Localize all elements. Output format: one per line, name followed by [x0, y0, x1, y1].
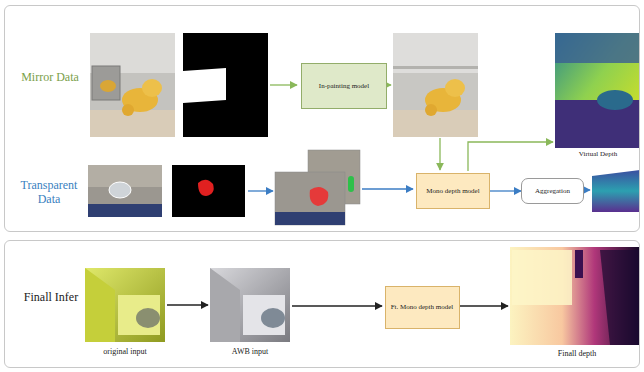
- panel-heading: Finall Infer: [13, 290, 89, 304]
- image-caption: original input: [103, 347, 146, 356]
- illustration-ellipse: [445, 79, 465, 97]
- illustration-rect: [555, 33, 640, 63]
- aggregation-box: Aggregation: [521, 178, 584, 204]
- illustration-ellipse: [142, 79, 162, 97]
- illustration-polygon: [85, 268, 115, 342]
- illustration-rect: [210, 268, 290, 342]
- illustration-circle: [425, 104, 437, 116]
- box-label: Aggregation: [535, 187, 570, 195]
- illustration-rect: [275, 212, 345, 225]
- illustration-path: [198, 180, 214, 196]
- illustration-line: [292, 305, 382, 306]
- mirror-photo: [90, 33, 175, 137]
- illustration-rect: [393, 66, 478, 69]
- panel-heading: Transparent Data: [9, 178, 89, 207]
- final-depth-map: [510, 247, 640, 345]
- illustration-path: [468, 142, 553, 171]
- illustration-ellipse: [109, 182, 131, 198]
- training-panel: Mirror DataTransparent Data In-painting m…: [4, 5, 640, 232]
- inpainting-model-box: In-painting model: [301, 63, 387, 109]
- mirror-mask: [183, 33, 268, 137]
- illustration-rect: [183, 33, 268, 137]
- illustration-line: [270, 84, 297, 85]
- inference-panel: Finall InferFt. Mono depth model: [4, 240, 640, 368]
- illustration-ellipse: [261, 308, 285, 328]
- illustration-rect: [243, 295, 285, 335]
- original-photo: [85, 268, 165, 342]
- inpainted-photo: [393, 33, 478, 137]
- illustration-polygon: [210, 268, 240, 342]
- illustration-rect: [88, 204, 162, 217]
- illustration-rect: [393, 110, 478, 137]
- transparent-photo: [88, 165, 162, 217]
- illustration-rect: [348, 176, 354, 192]
- illustration-rect: [172, 165, 245, 217]
- illustration-rect: [393, 33, 478, 137]
- illustration-rect: [575, 250, 583, 278]
- illustration-rect: [510, 247, 640, 345]
- illustration-path: [310, 187, 329, 206]
- illustration-rect: [393, 33, 478, 73]
- illustration-rect: [92, 66, 120, 100]
- illustration-rect: [512, 250, 572, 305]
- illustration-ellipse: [136, 308, 160, 328]
- box-label: Ft. Mono depth model: [391, 303, 454, 311]
- panel-heading: Mirror Data: [17, 70, 83, 84]
- transparent-mask: [172, 165, 245, 217]
- finetuned-depth-model-box: Ft. Mono depth model: [385, 286, 460, 329]
- awb-photo: [210, 268, 290, 342]
- illustration-line: [458, 305, 508, 306]
- illustration-rect: [90, 110, 175, 137]
- image-caption: Finall depth: [558, 349, 596, 358]
- illustration-line: [248, 190, 273, 191]
- box-label: In-painting model: [319, 82, 369, 90]
- image-caption: AWB input: [232, 347, 268, 356]
- illustration-line: [362, 188, 413, 189]
- illustration-rect: [88, 165, 162, 217]
- mono-depth-model-box: Mono depth model: [416, 173, 490, 209]
- illustration-circle: [122, 104, 134, 116]
- box-label: Mono depth model: [426, 187, 479, 195]
- aggregated-depth: [592, 170, 640, 212]
- virtual-depth-map: [555, 33, 640, 148]
- illustration-rect: [90, 33, 175, 137]
- illustration-rect: [555, 33, 640, 148]
- illustration-rect: [275, 172, 345, 225]
- illustration-polygon: [592, 170, 640, 212]
- flow-arrows: [167, 85, 590, 306]
- masked-photos: [275, 150, 360, 225]
- illustration-ellipse: [597, 90, 633, 110]
- illustration-polygon: [600, 250, 640, 345]
- illustration-line: [583, 189, 590, 190]
- illustration-polygon: [183, 68, 226, 103]
- illustration-rect: [85, 268, 165, 342]
- illustration-line: [439, 138, 440, 170]
- illustration-ellipse: [100, 80, 116, 92]
- illustration-line: [167, 304, 208, 305]
- image-caption: Virtual Depth: [579, 150, 617, 158]
- illustration-rect: [118, 295, 160, 335]
- flow-connector: [490, 190, 521, 191]
